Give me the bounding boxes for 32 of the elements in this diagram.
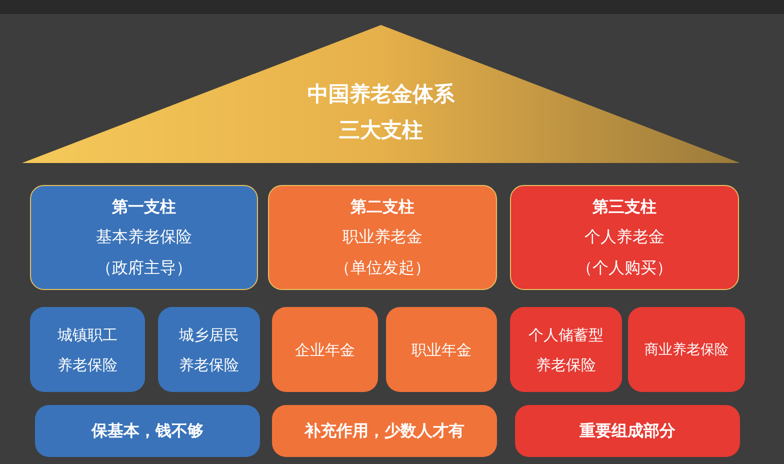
box-label: 个人储蓄型养老保险 [528,324,604,376]
box-label: 商业养老保险 [644,340,728,360]
category-box [158,307,260,392]
pillar-note: （个人购买） [576,256,672,279]
summary-bar [515,405,740,457]
category-box [30,307,145,392]
pillar-name: 职业养老金 [342,226,422,248]
category-box [272,307,378,392]
pillar-note: （单位发起） [334,256,430,279]
pillar-heading: 第一支柱 [112,196,176,218]
summary-bar [35,405,260,457]
pillar-heading: 第二支柱 [350,196,414,218]
box-label: 重要组成部分 [580,420,676,442]
pillar-name: 个人养老金 [584,226,664,248]
box-label: 补充作用，少数人才有 [304,420,464,442]
subtitle: 三大支柱 [338,117,424,143]
pillar-name: 基本养老保险 [96,226,192,248]
category-box [628,307,745,392]
category-box [386,307,497,392]
box-label: 城镇职工养老保险 [56,324,118,376]
summary-bar [272,405,497,457]
pillar-note: （政府主导） [96,256,192,279]
box-label: 企业年金 [295,340,355,360]
box-label: 保基本，钱不够 [92,420,204,442]
pillar-box [510,185,739,290]
pillar-box [30,185,258,290]
pillar-box [268,185,497,290]
box-label: 城乡居民养老保险 [178,324,240,376]
category-box [510,307,622,392]
pillar-heading: 第三支柱 [592,196,656,218]
box-label: 职业年金 [412,340,472,360]
title: 中国养老金体系 [306,81,456,107]
